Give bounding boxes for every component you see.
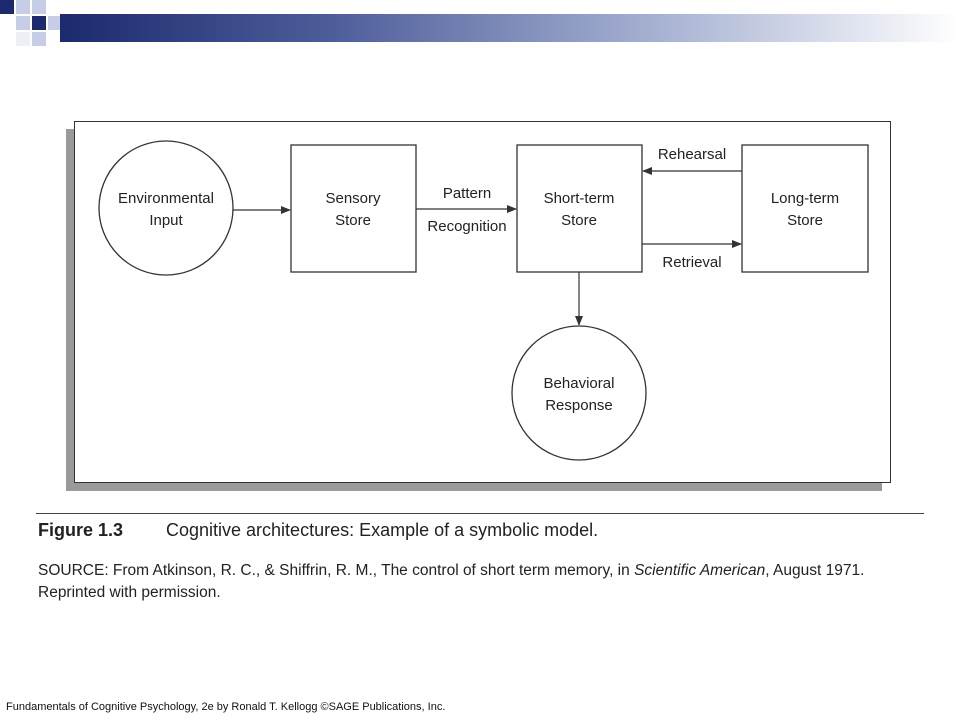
behavioral-response-label-2: Response [545,397,613,414]
short-term-store-label-1: Short-term [544,190,615,207]
long-term-store-label-2: Store [787,212,823,229]
environmental-input-label-1: Environmental [118,190,214,207]
decor-square [0,0,14,14]
edge-label-rehearsal: Rehearsal [658,146,726,163]
figure-caption: Figure 1.3 Cognitive architectures: Examp… [38,520,928,541]
decor-square [16,32,30,46]
figure-label: Figure 1.3 [38,520,124,540]
decor-square [16,16,30,30]
edge-label-retrieval: Retrieval [662,254,721,271]
decor-square [48,16,62,30]
short-term-store-node [516,144,643,273]
slide-footer: Fundamentals of Cognitive Psychology, 2e… [6,701,446,713]
long-term-store-node [741,144,869,273]
decor-square [16,0,30,14]
sensory-store-label-2: Store [335,212,371,229]
figure-source: SOURCE: From Atkinson, R. C., & Shiffrin… [38,560,928,604]
edge-label-pattern: Pattern [443,185,491,202]
figure-title: Cognitive architectures: Example of a sy… [166,520,599,540]
caption-divider [36,513,924,514]
environmental-input-node [98,140,234,276]
environmental-input-label-2: Input [149,212,183,229]
source-prefix: SOURCE: From Atkinson, R. C., & Shiffrin… [38,562,635,579]
edge-label-recognition: Recognition [427,218,506,235]
source-journal: Scientific American [634,562,766,579]
source-suffix: , August 1971. Reprinted with permission… [38,562,865,601]
sensory-store-node [290,144,417,273]
sensory-store-label-1: Sensory [325,190,381,207]
behavioral-response-label-1: Behavioral [544,375,615,392]
decor-square [32,16,46,30]
behavioral-response-node [511,325,647,461]
decor-square [32,0,46,14]
header-gradient-bar [60,14,960,42]
short-term-store-label-2: Store [561,212,597,229]
long-term-store-label-1: Long-term [771,190,839,207]
decor-square [32,32,46,46]
